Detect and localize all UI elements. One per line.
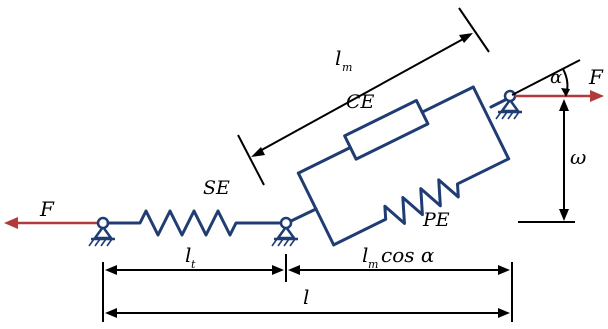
tendon-length-subscript: t bbox=[191, 258, 196, 271]
muscle-length-subscript: m bbox=[342, 61, 352, 74]
parallel-assembly bbox=[296, 85, 511, 247]
width-label: ω bbox=[570, 145, 586, 169]
left-force-arrow bbox=[4, 217, 98, 229]
right-pin-support bbox=[495, 89, 522, 120]
muscle-length-label: l bbox=[335, 46, 341, 70]
projection-subscript: m bbox=[368, 258, 378, 271]
assembly-left-bar bbox=[296, 171, 336, 247]
series-element-label: SE bbox=[203, 177, 230, 199]
total-length-label: l bbox=[303, 285, 309, 309]
muscle-length-dimension-line bbox=[257, 37, 466, 153]
contractile-element-label: CE bbox=[346, 91, 375, 113]
tendon-length-label: l bbox=[185, 243, 191, 267]
parallel-element-spring bbox=[332, 157, 511, 247]
series-element-spring bbox=[106, 209, 283, 237]
parallel-element-label: PE bbox=[422, 209, 450, 231]
right-force-label: F bbox=[588, 65, 604, 89]
link-rod bbox=[289, 207, 318, 223]
projection-cos-alpha: cos α bbox=[381, 243, 435, 267]
right-link-rod bbox=[489, 98, 507, 109]
right-force-arrow bbox=[515, 90, 604, 102]
muscle-length-tick-right bbox=[458, 7, 490, 53]
angle-label: α bbox=[550, 67, 562, 88]
angle-reference-line bbox=[511, 59, 581, 96]
muscle-length-tick-left bbox=[237, 134, 265, 186]
middle-pin-support bbox=[271, 224, 298, 247]
projection-label: l bbox=[362, 243, 368, 267]
middle-pin bbox=[279, 216, 293, 230]
left-force-label: F bbox=[39, 197, 55, 221]
assembly-right-bar bbox=[471, 85, 511, 161]
